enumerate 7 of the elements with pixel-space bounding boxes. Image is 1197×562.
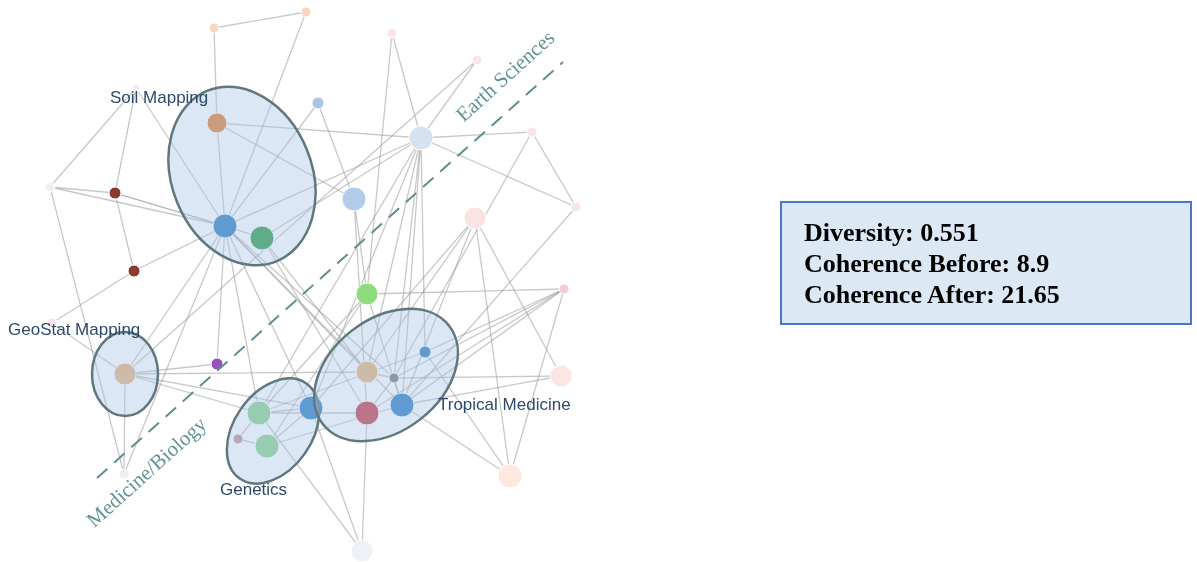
stat-text: Coherence After: 21.65	[804, 279, 1060, 310]
stat-text: Coherence Before: 8.9	[804, 248, 1050, 279]
cluster-label: Genetics	[220, 480, 288, 500]
cluster-label: GeoStat Mapping	[8, 320, 141, 340]
stat-text: Diversity: 0.551	[804, 217, 979, 248]
stats-box	[780, 201, 1192, 325]
cluster-label: Tropical Medicine	[438, 395, 571, 415]
